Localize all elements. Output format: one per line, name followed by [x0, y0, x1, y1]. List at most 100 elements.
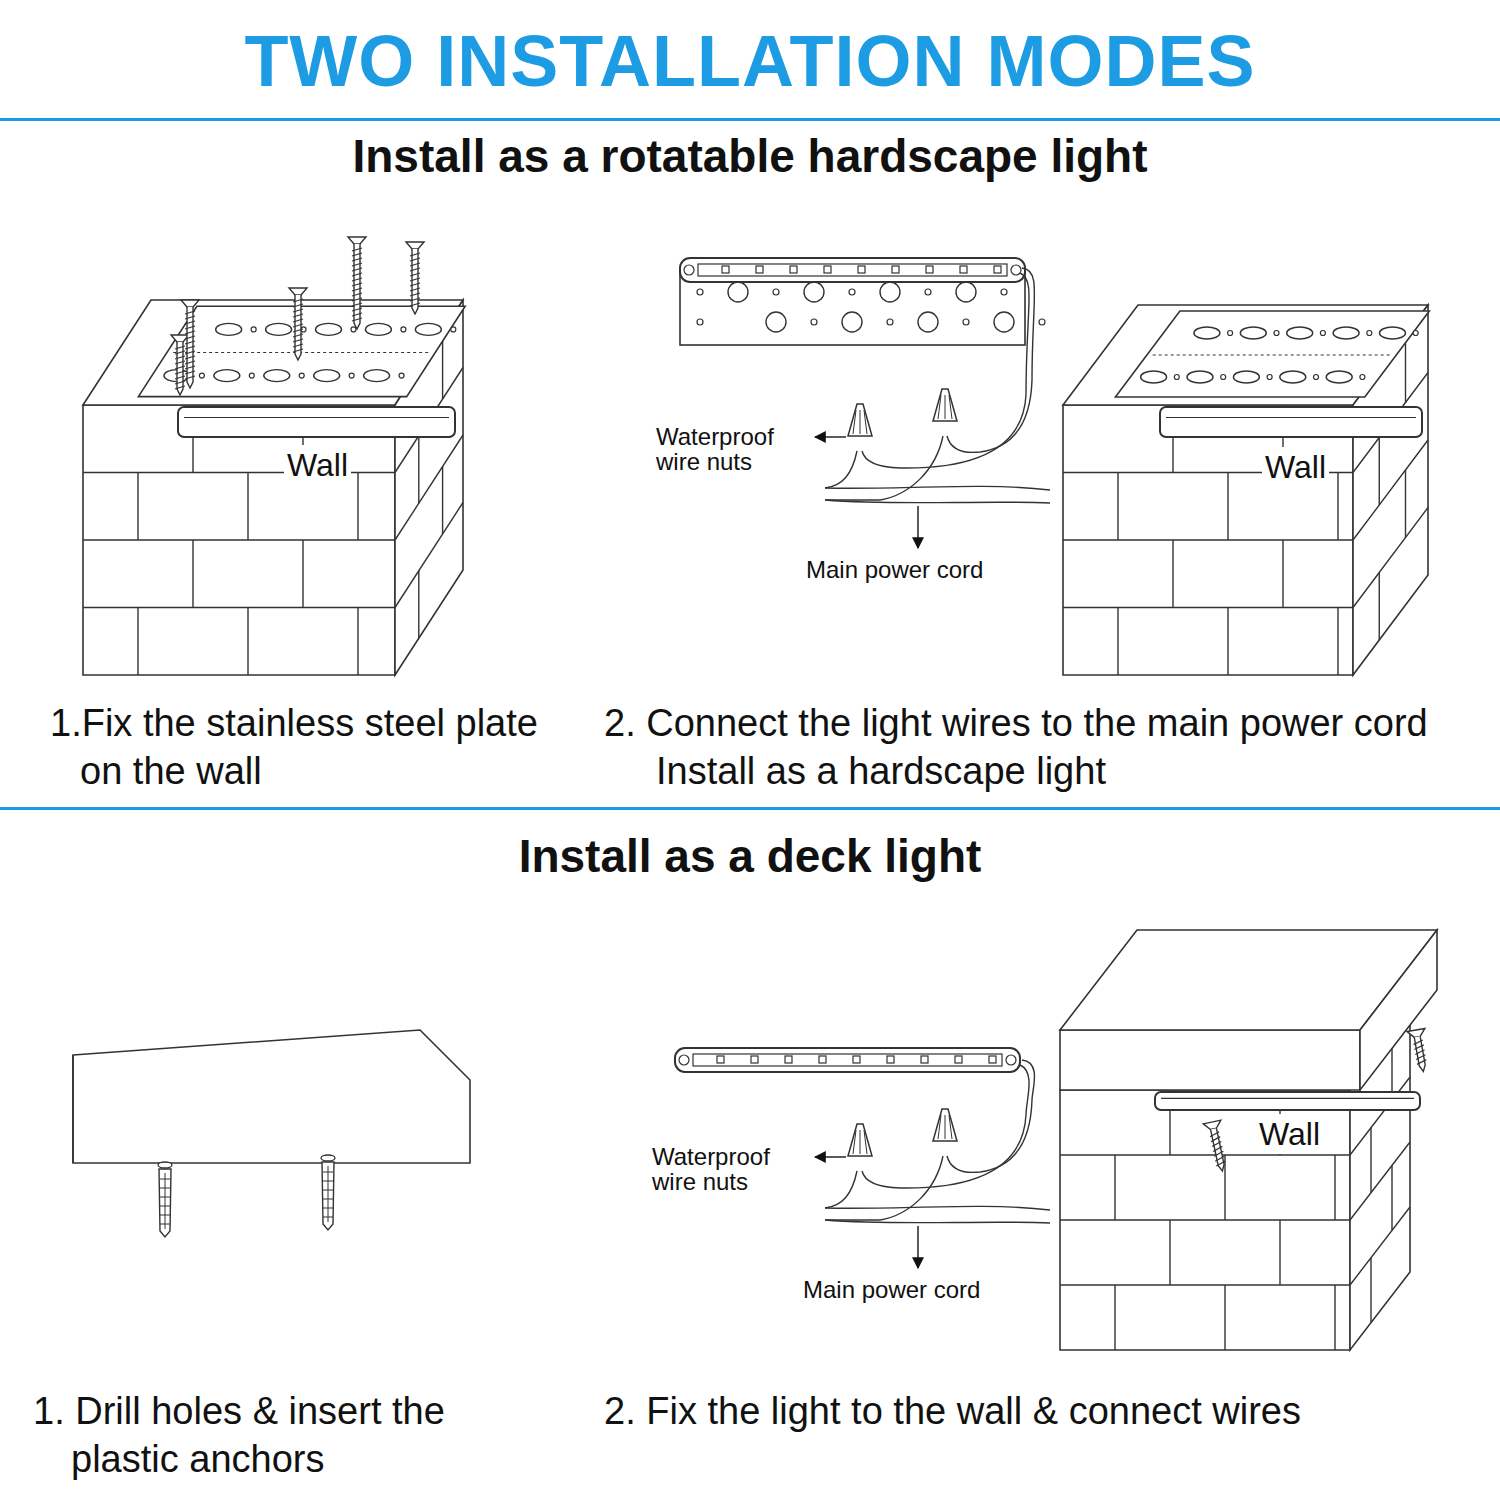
screw-thread — [293, 324, 303, 327]
brick-line — [1353, 440, 1428, 540]
plate-hole — [1228, 331, 1233, 336]
wire — [862, 1065, 1029, 1188]
brick-line — [1060, 1284, 1350, 1285]
brick-line — [418, 436, 419, 504]
block-edge — [72, 1055, 74, 1163]
plate-hole — [956, 282, 976, 302]
cap-side — [1360, 930, 1437, 1090]
brick-line — [1227, 473, 1228, 541]
plate-hole — [299, 373, 304, 378]
wire — [825, 451, 857, 488]
brick-line — [1063, 539, 1353, 540]
light-bar — [675, 1048, 1020, 1072]
screw-thread — [293, 349, 303, 352]
brick-wall — [1060, 1012, 1410, 1350]
leader-arrow — [917, 1226, 919, 1268]
screw-thread — [352, 303, 362, 306]
deck-block — [73, 1030, 470, 1237]
plate-hole — [1194, 327, 1220, 339]
plate-hole — [811, 319, 817, 325]
screw — [181, 300, 199, 388]
divider-line — [0, 807, 1500, 810]
nut-ridge — [864, 1130, 867, 1154]
screw-thread — [293, 339, 303, 342]
brick-line — [1334, 1285, 1335, 1350]
screw-thread — [352, 283, 362, 286]
plate-hole — [697, 289, 703, 295]
plate-hole — [365, 323, 391, 335]
screw-thread — [410, 288, 420, 291]
plate-hole — [399, 373, 404, 378]
nut-ridge — [938, 1115, 941, 1139]
brick-line — [1405, 335, 1406, 403]
screw-thread — [1413, 1040, 1423, 1045]
wire-nut — [848, 404, 872, 436]
screw-thread — [1416, 1055, 1426, 1060]
plate-hole — [1333, 327, 1359, 339]
brick-line — [418, 571, 419, 639]
cap-front — [1060, 1030, 1360, 1090]
plate-hole — [1221, 375, 1226, 380]
wire — [825, 1156, 943, 1220]
wall-label: Wall — [1262, 447, 1329, 487]
led — [853, 1056, 860, 1063]
lens — [698, 264, 1007, 276]
brick-line — [1060, 1154, 1350, 1155]
plate-hole — [216, 323, 242, 335]
plate-hole — [849, 289, 855, 295]
wire-nut — [848, 404, 872, 436]
led — [921, 1056, 928, 1063]
screw-thread — [185, 326, 195, 329]
brick-line — [1337, 608, 1338, 676]
brick-line — [395, 435, 463, 540]
nut-ridge — [860, 1130, 861, 1154]
steel-plate — [138, 306, 465, 396]
screw-thread — [185, 351, 195, 354]
plate-hole — [766, 312, 786, 332]
plate-hole — [199, 373, 204, 378]
screw-thread — [185, 336, 195, 339]
section-heading: Install as a rotatable hardscape light — [0, 128, 1500, 186]
wall-front — [83, 405, 395, 675]
led — [785, 1056, 792, 1063]
led — [790, 266, 797, 273]
wire — [862, 273, 1029, 468]
brick-line — [247, 473, 248, 541]
nut-ridge — [860, 410, 861, 434]
brick-line — [302, 540, 303, 608]
drill-hole — [158, 1162, 172, 1168]
led — [955, 1056, 962, 1063]
leader-arrow — [917, 506, 919, 548]
wires — [815, 268, 1050, 548]
block-outline — [73, 1030, 470, 1163]
wall-front — [1060, 1090, 1350, 1350]
light-bar-edge — [1166, 417, 1416, 418]
screw-thread — [410, 283, 420, 286]
brick-line — [1224, 1285, 1225, 1350]
plate-hole — [1174, 375, 1179, 380]
brick-line — [83, 607, 395, 608]
screw-head — [406, 242, 424, 249]
plate-hole — [842, 312, 862, 332]
wire-nut — [933, 389, 957, 421]
plastic-anchor — [322, 1162, 334, 1230]
plate-hole — [214, 370, 240, 382]
brick-line — [442, 467, 443, 535]
wire — [825, 1206, 1050, 1210]
wall-front — [1063, 405, 1353, 675]
screw-thread — [293, 344, 303, 347]
drill-hole — [321, 1155, 335, 1161]
plate-hole — [918, 312, 938, 332]
callout-label: Main power cord — [806, 555, 1086, 585]
plate-hole — [728, 282, 748, 302]
screw-thread — [293, 319, 303, 322]
light-bar — [680, 258, 1025, 282]
screw-thread — [175, 346, 185, 349]
screw-thread — [352, 273, 362, 276]
brick-line — [192, 540, 193, 608]
light-bar-edge — [184, 417, 449, 418]
led — [858, 266, 865, 273]
callout-label: Waterproof wire nuts — [652, 1144, 806, 1194]
light-bar — [1160, 407, 1422, 437]
